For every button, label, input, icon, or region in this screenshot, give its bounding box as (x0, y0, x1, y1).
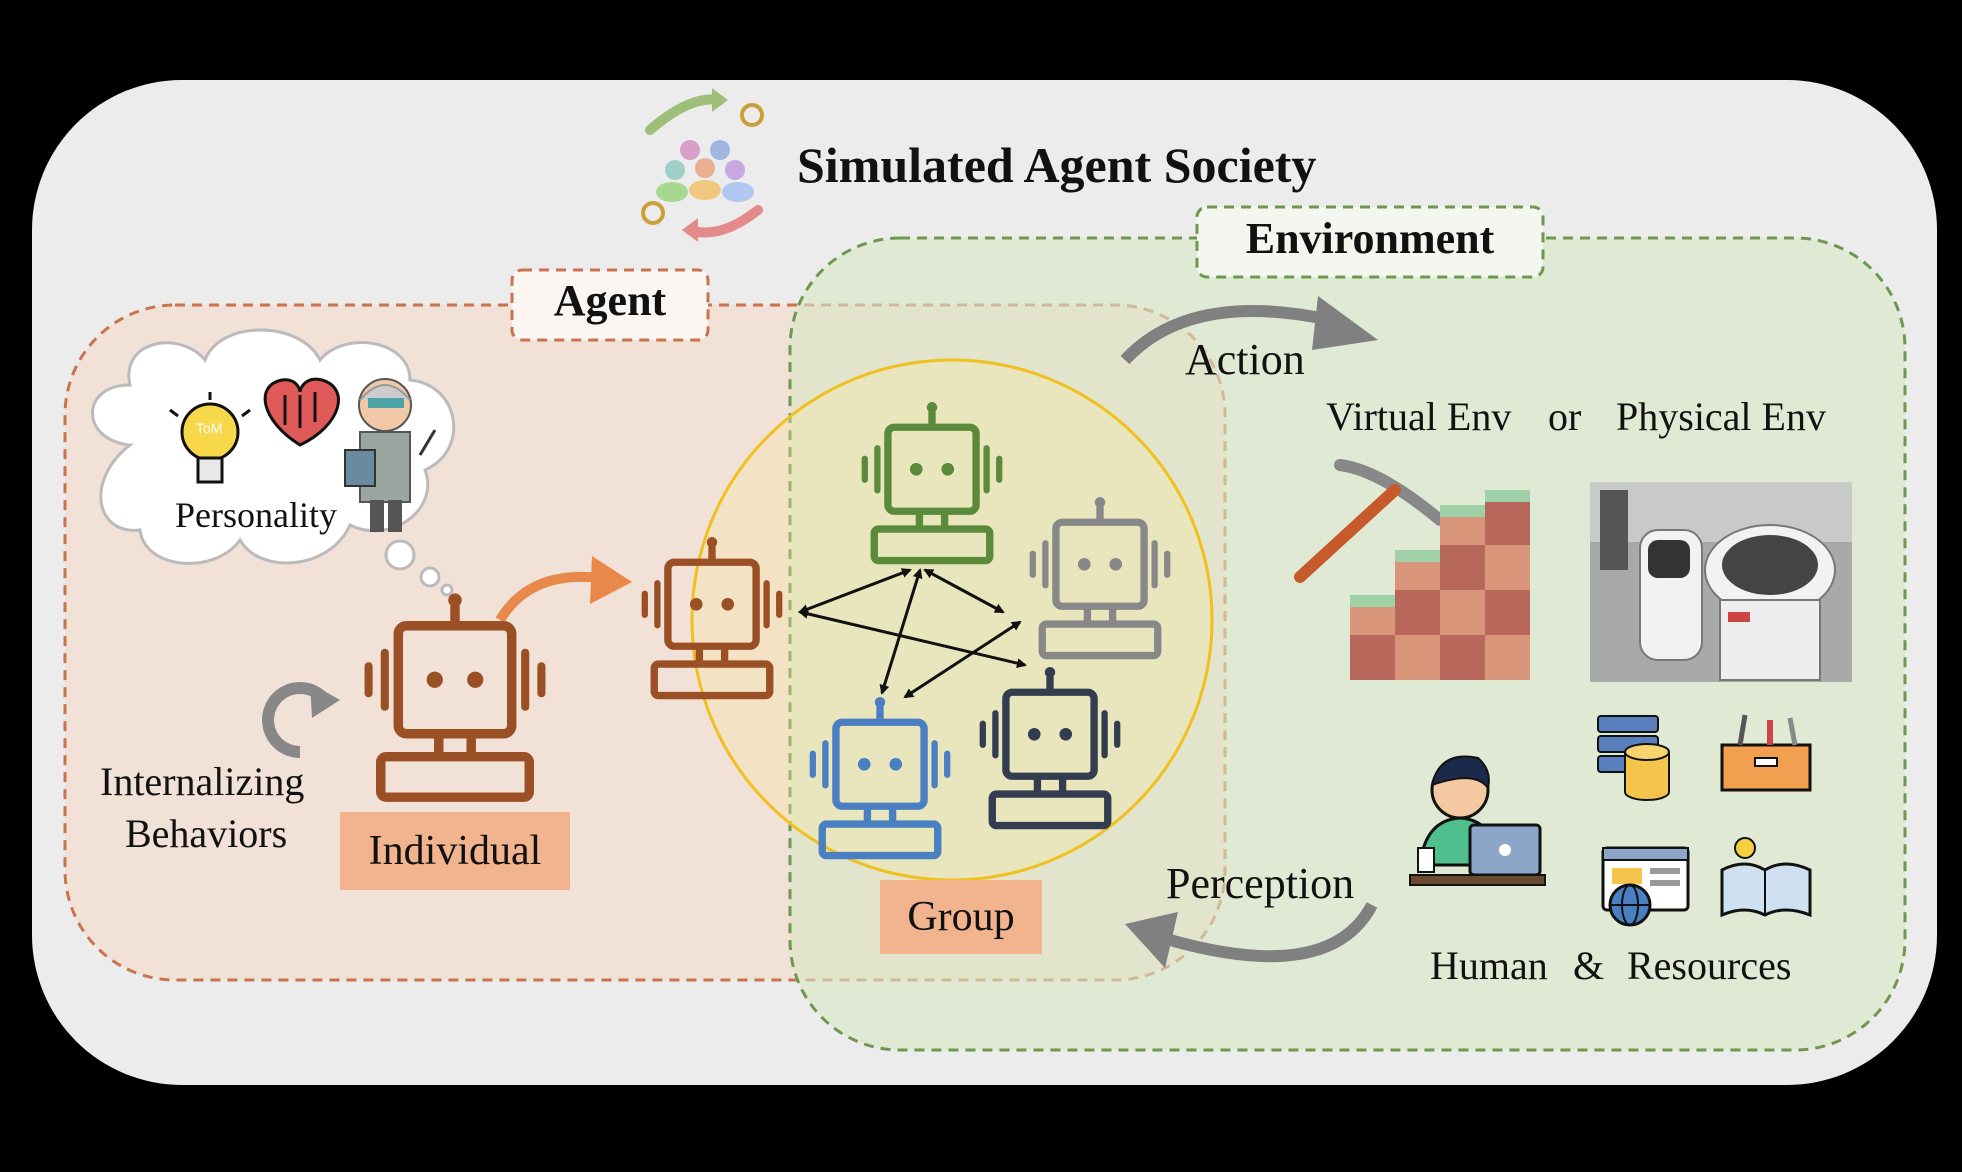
group-robot-brown-icon (641, 537, 783, 700)
bulb-text: ToM (196, 420, 222, 436)
block-stairs-icon (1350, 490, 1530, 680)
stair-block (1395, 590, 1440, 635)
stair-block (1485, 545, 1530, 590)
stair-block (1440, 635, 1485, 680)
stair-grass (1485, 490, 1530, 502)
human-at-laptop-icon (1409, 755, 1546, 886)
scientist-icon (344, 378, 437, 532)
robots (364, 402, 1171, 860)
stair-grass (1350, 595, 1395, 607)
human-label: Human (1430, 943, 1548, 988)
pickaxe-icon (1294, 459, 1446, 583)
bulb-icon: ToM (169, 392, 251, 484)
stair-grass (1395, 550, 1440, 562)
individual-tag: Individual (340, 812, 570, 890)
web-page-icon (1601, 846, 1690, 927)
action-label: Action (1185, 335, 1305, 384)
ampersand-label: & (1573, 943, 1605, 988)
stair-block (1485, 635, 1530, 680)
stair-block (1440, 545, 1485, 590)
stair-block (1485, 500, 1530, 545)
stair-block (1440, 515, 1485, 545)
diagram-title: Simulated Agent Society (797, 137, 1317, 193)
group-robot-gray-icon (1029, 497, 1171, 660)
individual-robot-icon (364, 593, 546, 802)
stair-block (1395, 560, 1440, 590)
environment-label: Environment (1245, 214, 1495, 263)
heart-icon (263, 377, 340, 447)
internalizing-label-line2: Behaviors (125, 811, 288, 856)
stair-block (1485, 590, 1530, 635)
individual-arrow (495, 556, 632, 623)
internalizing-label-line1: Internalizing (100, 759, 305, 804)
perception-arrow (1125, 902, 1378, 968)
physical-env-label: Physical Env (1616, 394, 1826, 439)
society-icon (641, 88, 764, 242)
book-icon (1720, 837, 1812, 918)
stair-grass (1440, 505, 1485, 517)
personality-label: Personality (175, 495, 337, 535)
perception-label: Perception (1166, 859, 1355, 908)
agent-label-box (510, 268, 710, 342)
group-robot-blue-icon (809, 697, 951, 860)
group-robot-green-icon (861, 402, 1003, 565)
stair-block (1350, 605, 1395, 635)
group-tag: Group (880, 880, 1042, 954)
robots-photo (1590, 482, 1852, 682)
resources-label: Resources (1627, 943, 1792, 988)
stair-block (1395, 635, 1440, 680)
stair-block (1440, 590, 1485, 635)
or-label: or (1548, 394, 1582, 439)
interaction-arrows (798, 568, 1027, 699)
environment-label-box (1195, 205, 1545, 279)
virtual-env-label: Virtual Env (1326, 394, 1512, 439)
agent-label: Agent (553, 276, 667, 325)
group-circle (690, 358, 1214, 882)
database-icon (1597, 715, 1670, 801)
action-arrow (1120, 296, 1378, 365)
stair-block (1350, 635, 1395, 680)
thought-cloud (91, 328, 456, 597)
toolbox-icon (1720, 714, 1812, 792)
group-robot-navy-icon (979, 667, 1121, 830)
cycle-arrow-icon (262, 682, 340, 758)
